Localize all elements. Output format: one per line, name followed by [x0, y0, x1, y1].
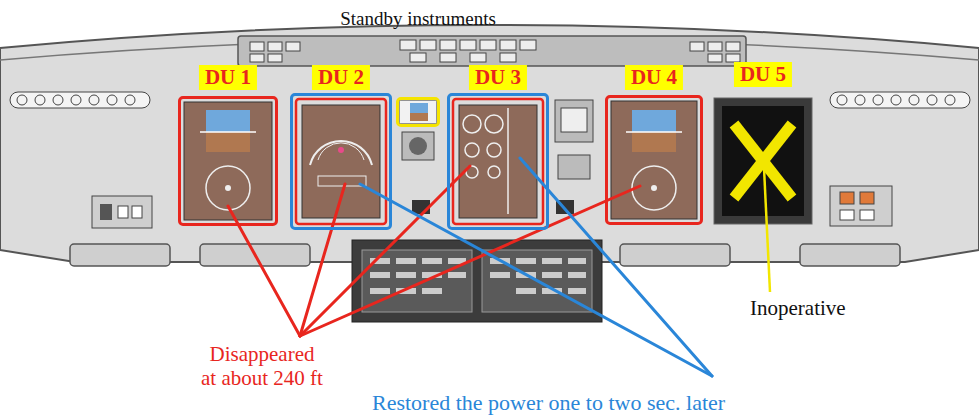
event-note: Restored the power one to two sec. later [372, 390, 725, 415]
standby-instrument [399, 100, 437, 124]
display-unit-label: DU 2 [312, 65, 370, 90]
display-unit-box: DU 5 [714, 98, 812, 224]
instrument-panel [0, 25, 979, 262]
glareshield-buttons [250, 40, 740, 62]
blue-leader-lines [360, 158, 712, 376]
display-unit-label: DU 3 [469, 65, 527, 90]
center-pedestal [352, 240, 602, 322]
event-note: Disappeared at about 240 ft [200, 342, 324, 390]
inoperative-note: Inoperative [750, 296, 846, 320]
du4-display [611, 101, 697, 219]
display-unit-box: DU 3 [447, 93, 549, 230]
du3-display [453, 99, 543, 224]
yellow-leader-line [764, 168, 770, 292]
display-unit-box: DU 4 [605, 95, 703, 225]
du5-display [714, 98, 812, 224]
display-unit-label: DU 5 [734, 62, 792, 87]
standby-instrument-box: Standby instruments [396, 97, 440, 127]
display-unit-box: DU 2 [290, 93, 392, 230]
glareshield-panel [238, 36, 746, 66]
du1-display [184, 102, 272, 220]
instrument-label: Standby instruments [340, 9, 496, 30]
display-unit-label: DU 1 [199, 65, 257, 90]
display-unit-label: DU 4 [625, 65, 683, 90]
display-unit-box: DU 1 [178, 96, 278, 226]
du2-display [296, 99, 386, 224]
